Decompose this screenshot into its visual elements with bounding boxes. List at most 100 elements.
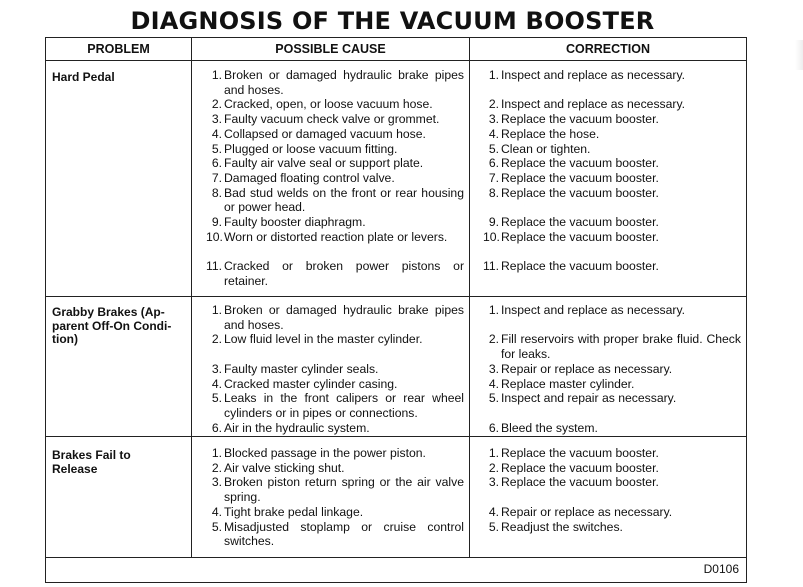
correction-item: 2.Replace the vacuum booster. bbox=[483, 461, 741, 476]
item-text: Faulty master cylinder seals. bbox=[224, 361, 379, 376]
correction-item: 4.Repair or replace as necessary. bbox=[483, 505, 741, 520]
header-problem: PROBLEM bbox=[87, 42, 150, 56]
item-text: Cracked, open, or loose vacuum hose. bbox=[224, 97, 433, 112]
correction-item: 5.Readjust the switches. bbox=[483, 520, 741, 535]
item-number: 2. bbox=[488, 97, 499, 112]
item-number: 5. bbox=[488, 141, 499, 156]
correction-item: 1.Inspect and replace as necessary. bbox=[483, 68, 741, 83]
item-number: 4. bbox=[488, 504, 499, 519]
correction-item: 2.Fill reservoirs with proper brake flui… bbox=[483, 332, 741, 361]
cause-item: 3.Broken piston return spring or the air… bbox=[206, 475, 464, 504]
cause-item: 5.Leaks in the front calipers or rear wh… bbox=[206, 391, 464, 420]
item-text: Readjust the switches. bbox=[501, 519, 623, 534]
item-text: Blocked passage in the power piston. bbox=[224, 446, 426, 460]
cause-item: 1.Blocked passage in the power piston. bbox=[206, 446, 464, 461]
page-edge bbox=[795, 40, 803, 70]
row-divider bbox=[46, 296, 746, 297]
problem-brakes-fail-to-release: Brakes Fail to Release bbox=[52, 448, 131, 476]
item-number: 4. bbox=[488, 126, 499, 141]
correction-item: 4.Replace master cylinder. bbox=[483, 377, 741, 392]
cause-item: 8.Bad stud welds on the front or rear ho… bbox=[206, 186, 464, 215]
item-text: Replace the vacuum booster. bbox=[501, 475, 659, 490]
item-text: Replace the vacuum booster. bbox=[501, 259, 659, 274]
item-text: Broken piston return spring or the air v… bbox=[224, 475, 464, 505]
problem-hard-pedal: Hard Pedal bbox=[52, 70, 115, 84]
row-divider bbox=[46, 60, 746, 61]
item-number: 3. bbox=[211, 475, 222, 490]
correction-item: 3.Replace the vacuum booster. bbox=[483, 112, 741, 127]
item-number: 2. bbox=[211, 97, 222, 112]
item-number: 1. bbox=[211, 68, 222, 82]
correction-item: 3.Repair or replace as necessary. bbox=[483, 362, 741, 377]
item-text: Worn or distorted reaction plate or leve… bbox=[224, 229, 448, 244]
item-number: 3. bbox=[488, 475, 499, 490]
item-number: 5. bbox=[211, 519, 222, 534]
cause-item: 10.Worn or distorted reaction plate or l… bbox=[206, 230, 464, 245]
item-text: Inspect and repair as necessary. bbox=[501, 391, 677, 406]
correction-item: 4.Replace the hose. bbox=[483, 127, 741, 142]
cause-item: 7.Damaged floating control valve. bbox=[206, 171, 464, 186]
item-number: 2. bbox=[488, 460, 499, 475]
item-number: 11. bbox=[206, 259, 223, 274]
header-correction: CORRECTION bbox=[565, 42, 651, 56]
cause-item: 5.Plugged or loose vacuum fitting. bbox=[206, 142, 464, 157]
problem-grabby-brakes: Grabby Brakes (Ap- parent Off-On Condi- … bbox=[52, 305, 172, 346]
item-text: Bad stud welds on the front or rear hous… bbox=[224, 185, 464, 215]
item-text: Clean or tighten. bbox=[501, 141, 591, 156]
item-number: 5. bbox=[488, 391, 499, 406]
cause-item: 6.Air in the hydraulic system. bbox=[206, 421, 464, 436]
item-text: Inspect and replace as necessary. bbox=[501, 68, 686, 82]
item-number: 6. bbox=[488, 420, 499, 435]
item-number: 4. bbox=[488, 376, 499, 391]
correction-item: 10.Replace the vacuum booster. bbox=[483, 230, 741, 245]
correction-item: 8.Replace the vacuum booster. bbox=[483, 186, 741, 201]
correction-item: 7.Replace the vacuum booster. bbox=[483, 171, 741, 186]
row-divider bbox=[46, 436, 746, 437]
item-text: Replace the vacuum booster. bbox=[501, 156, 659, 171]
correction-item: 11.Replace the vacuum booster. bbox=[483, 259, 741, 274]
correction-item: 5.Inspect and repair as necessary. bbox=[483, 391, 741, 406]
correction-item: 1.Inspect and replace as necessary. bbox=[483, 303, 741, 318]
item-text: Replace the vacuum booster. bbox=[501, 170, 659, 185]
item-number: 2. bbox=[211, 332, 222, 347]
cause-item: 6.Faulty air valve seal or support plate… bbox=[206, 156, 464, 171]
item-text: Leaks in the front calipers or rear whee… bbox=[224, 391, 464, 420]
item-number: 1. bbox=[211, 303, 222, 317]
item-number: 5. bbox=[488, 519, 499, 534]
item-text: Bleed the system. bbox=[501, 420, 598, 435]
cause-item: 3.Faulty vacuum check valve or grommet. bbox=[206, 112, 464, 127]
item-text: Replace the hose. bbox=[501, 126, 600, 141]
item-text: Plugged or loose vacuum fitting. bbox=[224, 141, 398, 156]
cause-item: 11.Cracked or broken power pistons or re… bbox=[206, 259, 464, 288]
item-number: 4. bbox=[211, 126, 222, 141]
item-number: 6. bbox=[488, 156, 499, 171]
item-text: Faulty booster diaphragm. bbox=[224, 215, 366, 229]
item-number: 9. bbox=[211, 215, 222, 229]
cause-item: 2.Air valve sticking shut. bbox=[206, 461, 464, 476]
item-number: 5. bbox=[211, 141, 222, 156]
item-text: Inspect and replace as necessary. bbox=[501, 303, 686, 317]
item-number: 9. bbox=[488, 215, 499, 229]
item-text: Collapsed or damaged vacuum hose. bbox=[224, 126, 426, 141]
item-number: 2. bbox=[488, 332, 499, 347]
item-number: 10. bbox=[206, 229, 223, 244]
correction-item: 6.Bleed the system. bbox=[483, 421, 741, 436]
cause-item: 3.Faulty master cylinder seals. bbox=[206, 362, 464, 377]
item-number: 1. bbox=[488, 303, 499, 317]
item-number: 1. bbox=[488, 446, 499, 460]
correction-item: 6.Replace the vacuum booster. bbox=[483, 156, 741, 171]
page-title: DIAGNOSIS OF THE VACUUM BOOSTER bbox=[130, 7, 655, 35]
item-number: 1. bbox=[211, 446, 222, 460]
item-text: Fill reservoirs with proper brake fluid.… bbox=[501, 332, 741, 362]
item-number: 8. bbox=[488, 185, 499, 200]
item-text: Tight brake pedal linkage. bbox=[224, 504, 364, 519]
item-number: 4. bbox=[211, 504, 222, 519]
item-text: Replace the vacuum booster. bbox=[501, 185, 659, 200]
item-text: Replace the vacuum booster. bbox=[501, 215, 659, 229]
column-divider bbox=[469, 38, 470, 557]
cause-item: 1.Broken or damaged hydraulic brake pipe… bbox=[206, 68, 464, 97]
item-number: 4. bbox=[211, 376, 222, 391]
item-text: Misadjusted stoplamp or cruise control s… bbox=[224, 519, 464, 549]
item-number: 1. bbox=[488, 68, 499, 82]
item-text: Broken or damaged hydraulic brake pipes … bbox=[224, 303, 464, 332]
